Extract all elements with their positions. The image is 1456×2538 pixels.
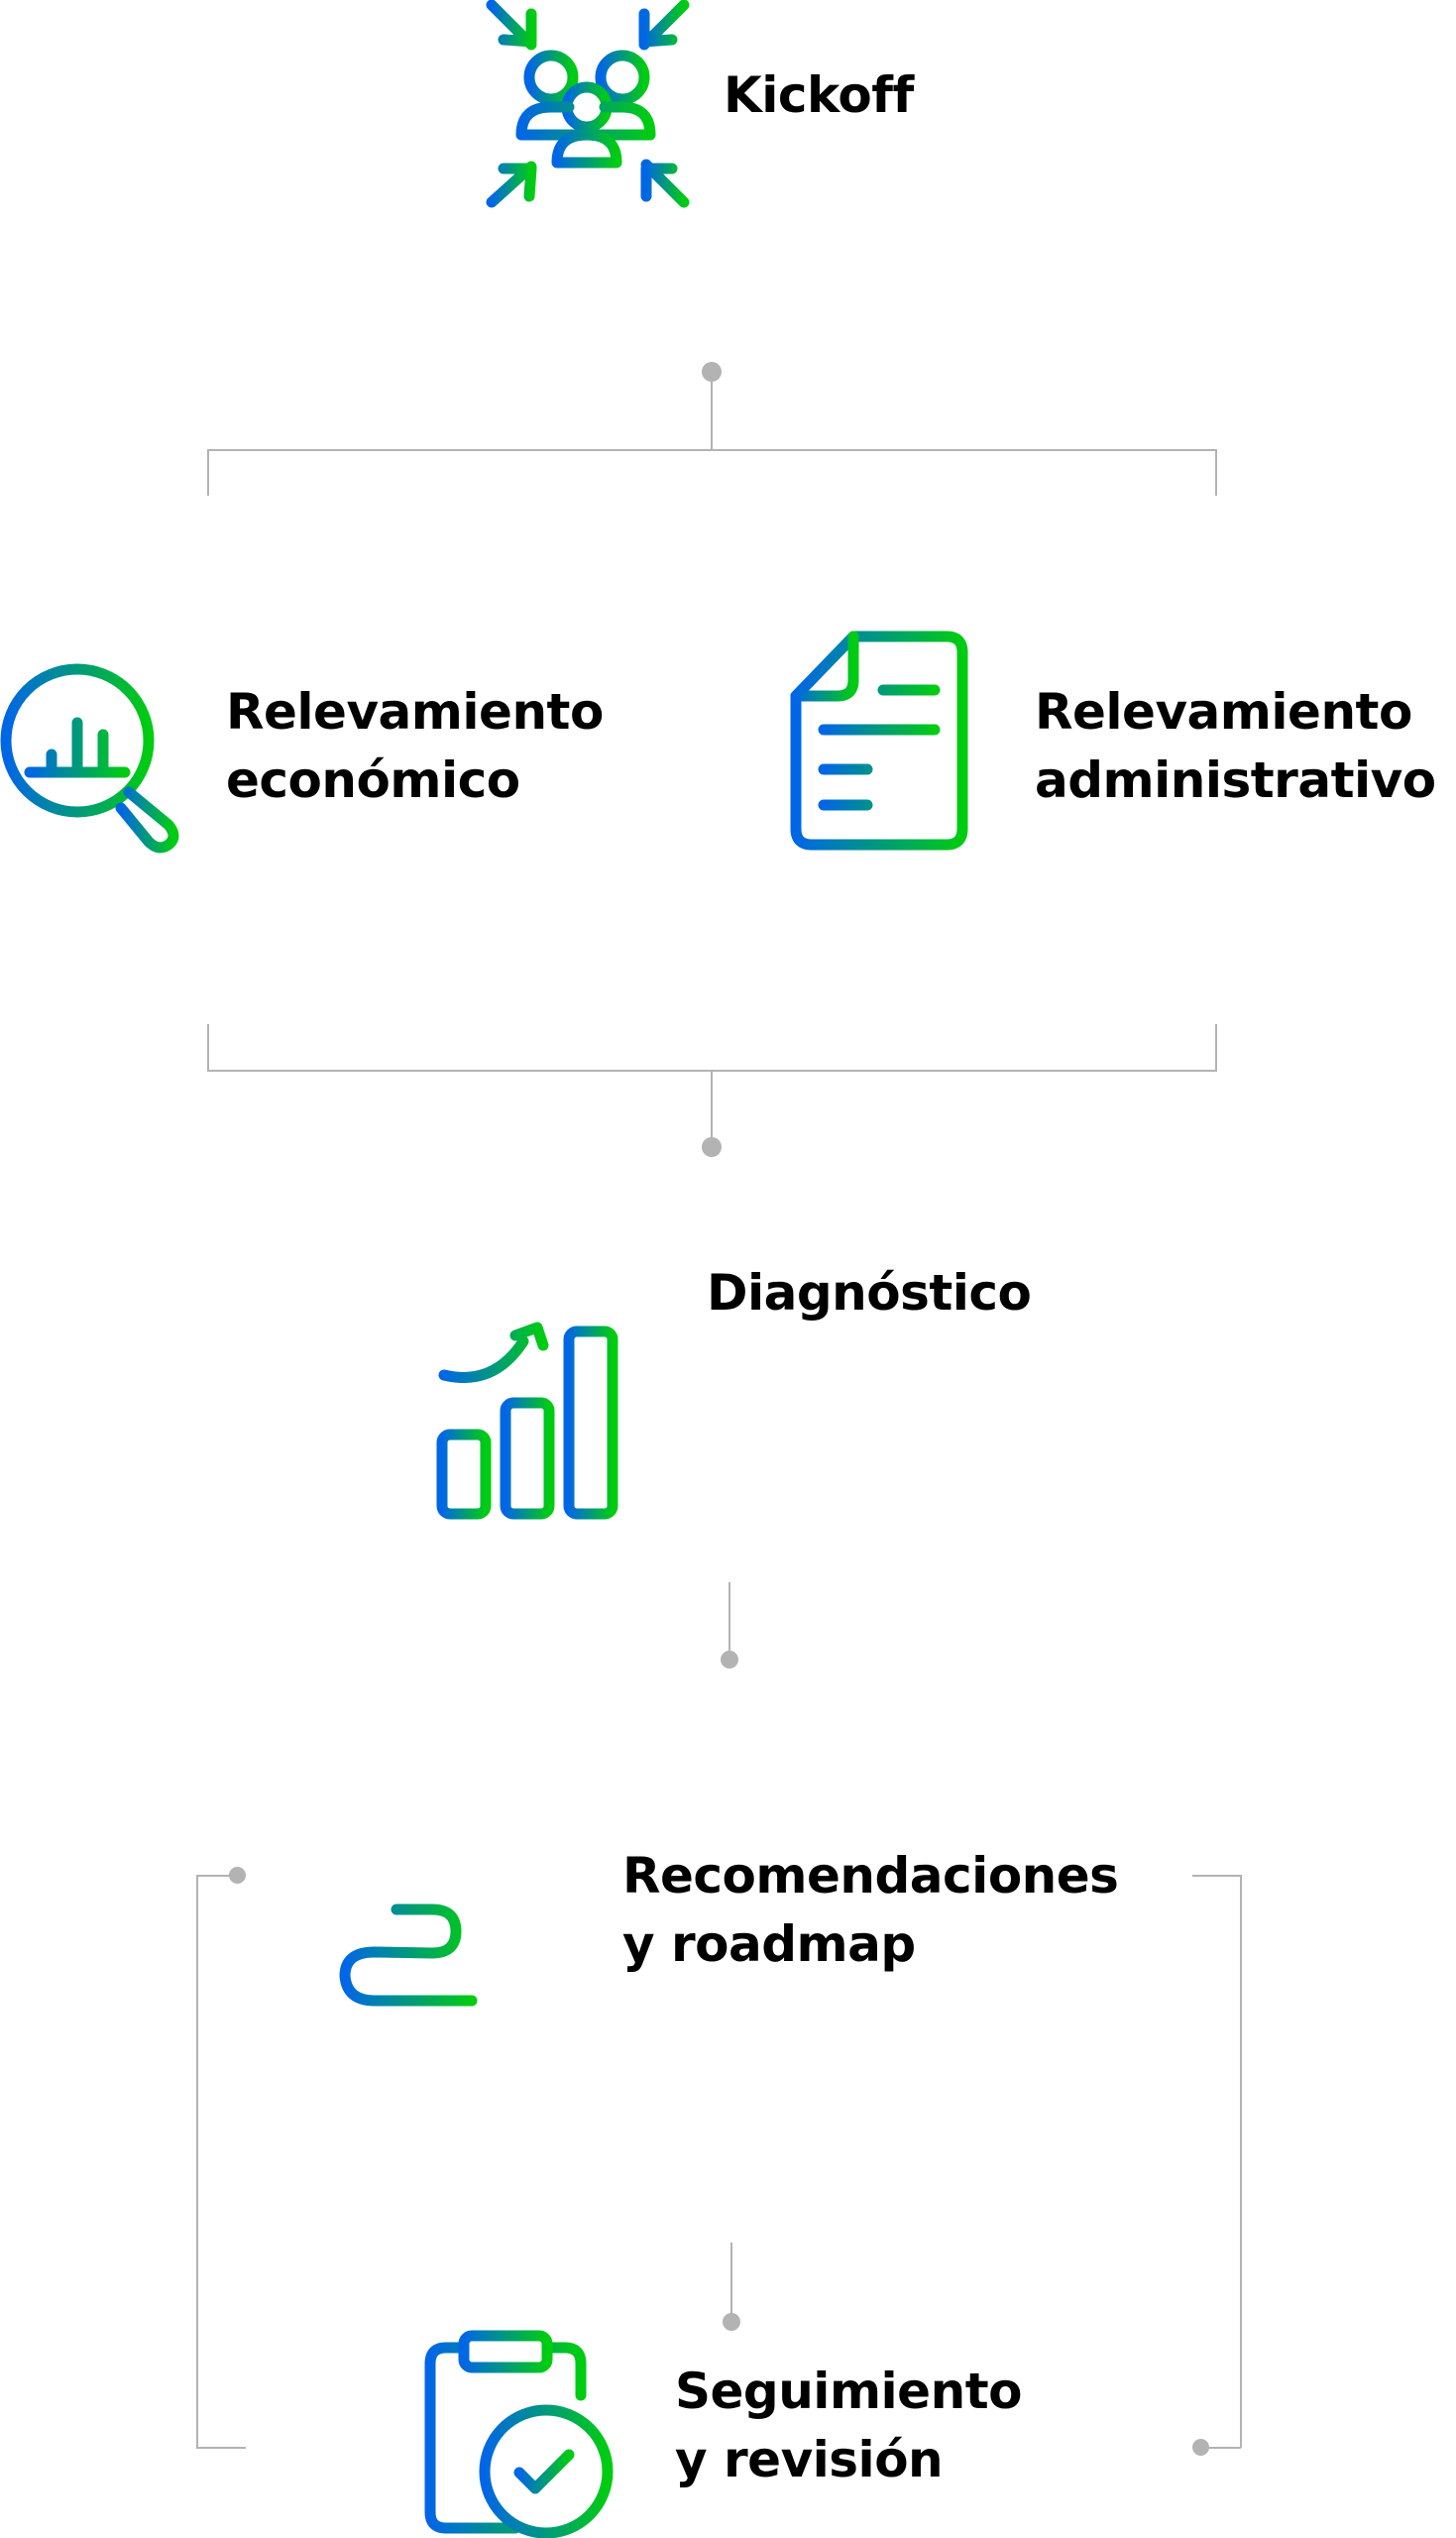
roadmap-pins-icon	[339, 1904, 478, 2007]
connector-dot	[721, 1651, 738, 1669]
connector-line	[1215, 449, 1217, 496]
loop-line	[1201, 2447, 1241, 2449]
connector-line	[207, 449, 209, 496]
connector-dot	[229, 1867, 246, 1884]
loop-line	[1240, 1875, 1242, 2448]
clipboard-check-icon	[424, 2330, 614, 2538]
label-line: económico	[226, 751, 520, 809]
connector-dot	[702, 1137, 722, 1157]
team-meeting-icon	[486, 0, 690, 208]
step-label-diagnostico: Diagnóstico	[707, 1259, 1032, 1327]
connector-line	[711, 1071, 713, 1147]
loop-line	[196, 2447, 246, 2449]
label-line: Relevamiento	[226, 683, 604, 741]
label-line: Seguimiento	[675, 2363, 1022, 2420]
step-label-kickoff: Kickoff	[724, 61, 914, 130]
magnifier-chart-icon	[0, 663, 179, 854]
label-line: Recomendaciones	[622, 1847, 1119, 1904]
growth-bar-chart-icon	[424, 1322, 634, 1544]
step-label-relevamiento-administrativo: Relevamiento administrativo	[1035, 678, 1436, 815]
label-line: administrativo	[1035, 751, 1436, 809]
loop-line	[196, 1875, 198, 2448]
connector-line	[207, 449, 1217, 451]
label-line: Kickoff	[724, 66, 914, 124]
step-label-recomendaciones: Recomendaciones y roadmap	[622, 1842, 1119, 1979]
label-line: y revisión	[675, 2431, 944, 2488]
connector-line	[711, 372, 713, 451]
label-line: Relevamiento	[1035, 683, 1412, 741]
connector-line	[1215, 1024, 1217, 1071]
label-line: y roadmap	[622, 1915, 916, 1973]
loop-line	[196, 1875, 238, 1877]
document-icon	[790, 631, 968, 851]
label-line: Diagnóstico	[707, 1264, 1032, 1322]
connector-dot	[1192, 2439, 1209, 2456]
step-label-seguimiento: Seguimiento y revisión	[675, 2358, 1022, 2494]
connector-line	[730, 2243, 732, 2322]
connector-dot	[723, 2313, 740, 2331]
step-label-relevamiento-economico: Relevamiento económico	[226, 678, 604, 815]
loop-line	[1192, 1875, 1242, 1877]
connector-line	[728, 1582, 730, 1660]
connector-line	[207, 1024, 209, 1071]
